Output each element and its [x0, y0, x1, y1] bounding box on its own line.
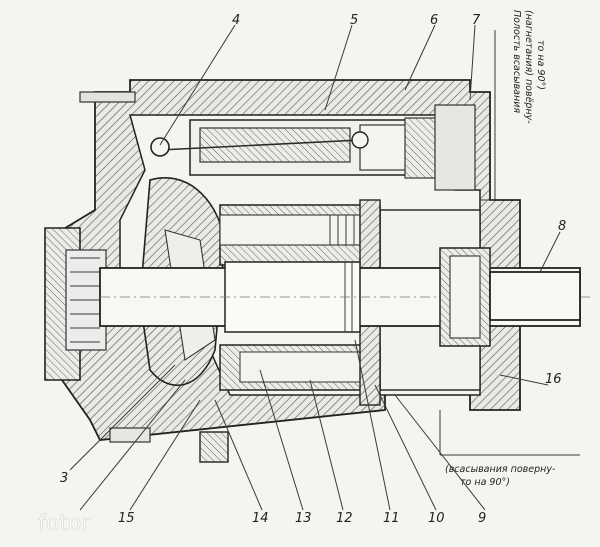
discharge-note-line1: Полость всасывания: [511, 10, 522, 113]
label-16: 16: [545, 372, 562, 387]
label-8: 8: [558, 219, 566, 234]
label-11: 11: [383, 511, 400, 526]
drain-plug: [109, 427, 229, 463]
label-9: 9: [478, 511, 486, 526]
note-bracket-suction: [439, 410, 580, 456]
suction-note-line2: то на 90°): [460, 477, 510, 488]
label-15: 15: [118, 511, 135, 526]
discharge-note-line2: (нагнетания) повёрну-: [523, 10, 534, 124]
control-cylinder: [79, 91, 476, 191]
leader-lines: [69, 24, 561, 511]
discharge-note-line3: то на 90°): [535, 40, 546, 90]
label-6: 6: [430, 13, 438, 28]
part-labels: 4 5 6 7 8 16 3 15 14 13 12 11 10 9: [60, 13, 566, 526]
label-12: 12: [336, 511, 353, 526]
drive-shaft: [99, 247, 590, 347]
label-14: 14: [252, 511, 269, 526]
suction-note-line1: (всасывания поверну-: [445, 464, 556, 475]
note-bracket-discharge: [480, 30, 496, 201]
label-13: 13: [295, 511, 312, 526]
fotor-watermark: fotor: [38, 511, 91, 536]
suction-note: (всасывания поверну- то на 90°): [445, 464, 556, 488]
label-7: 7: [472, 13, 481, 28]
cylinder-block: [219, 199, 381, 406]
label-4: 4: [232, 13, 240, 28]
label-10: 10: [428, 511, 445, 526]
discharge-note: Полость всасывания (нагнетания) повёрну-…: [511, 10, 546, 124]
label-5: 5: [350, 13, 358, 28]
bearing-cover: [44, 227, 107, 381]
label-3: 3: [60, 471, 68, 486]
